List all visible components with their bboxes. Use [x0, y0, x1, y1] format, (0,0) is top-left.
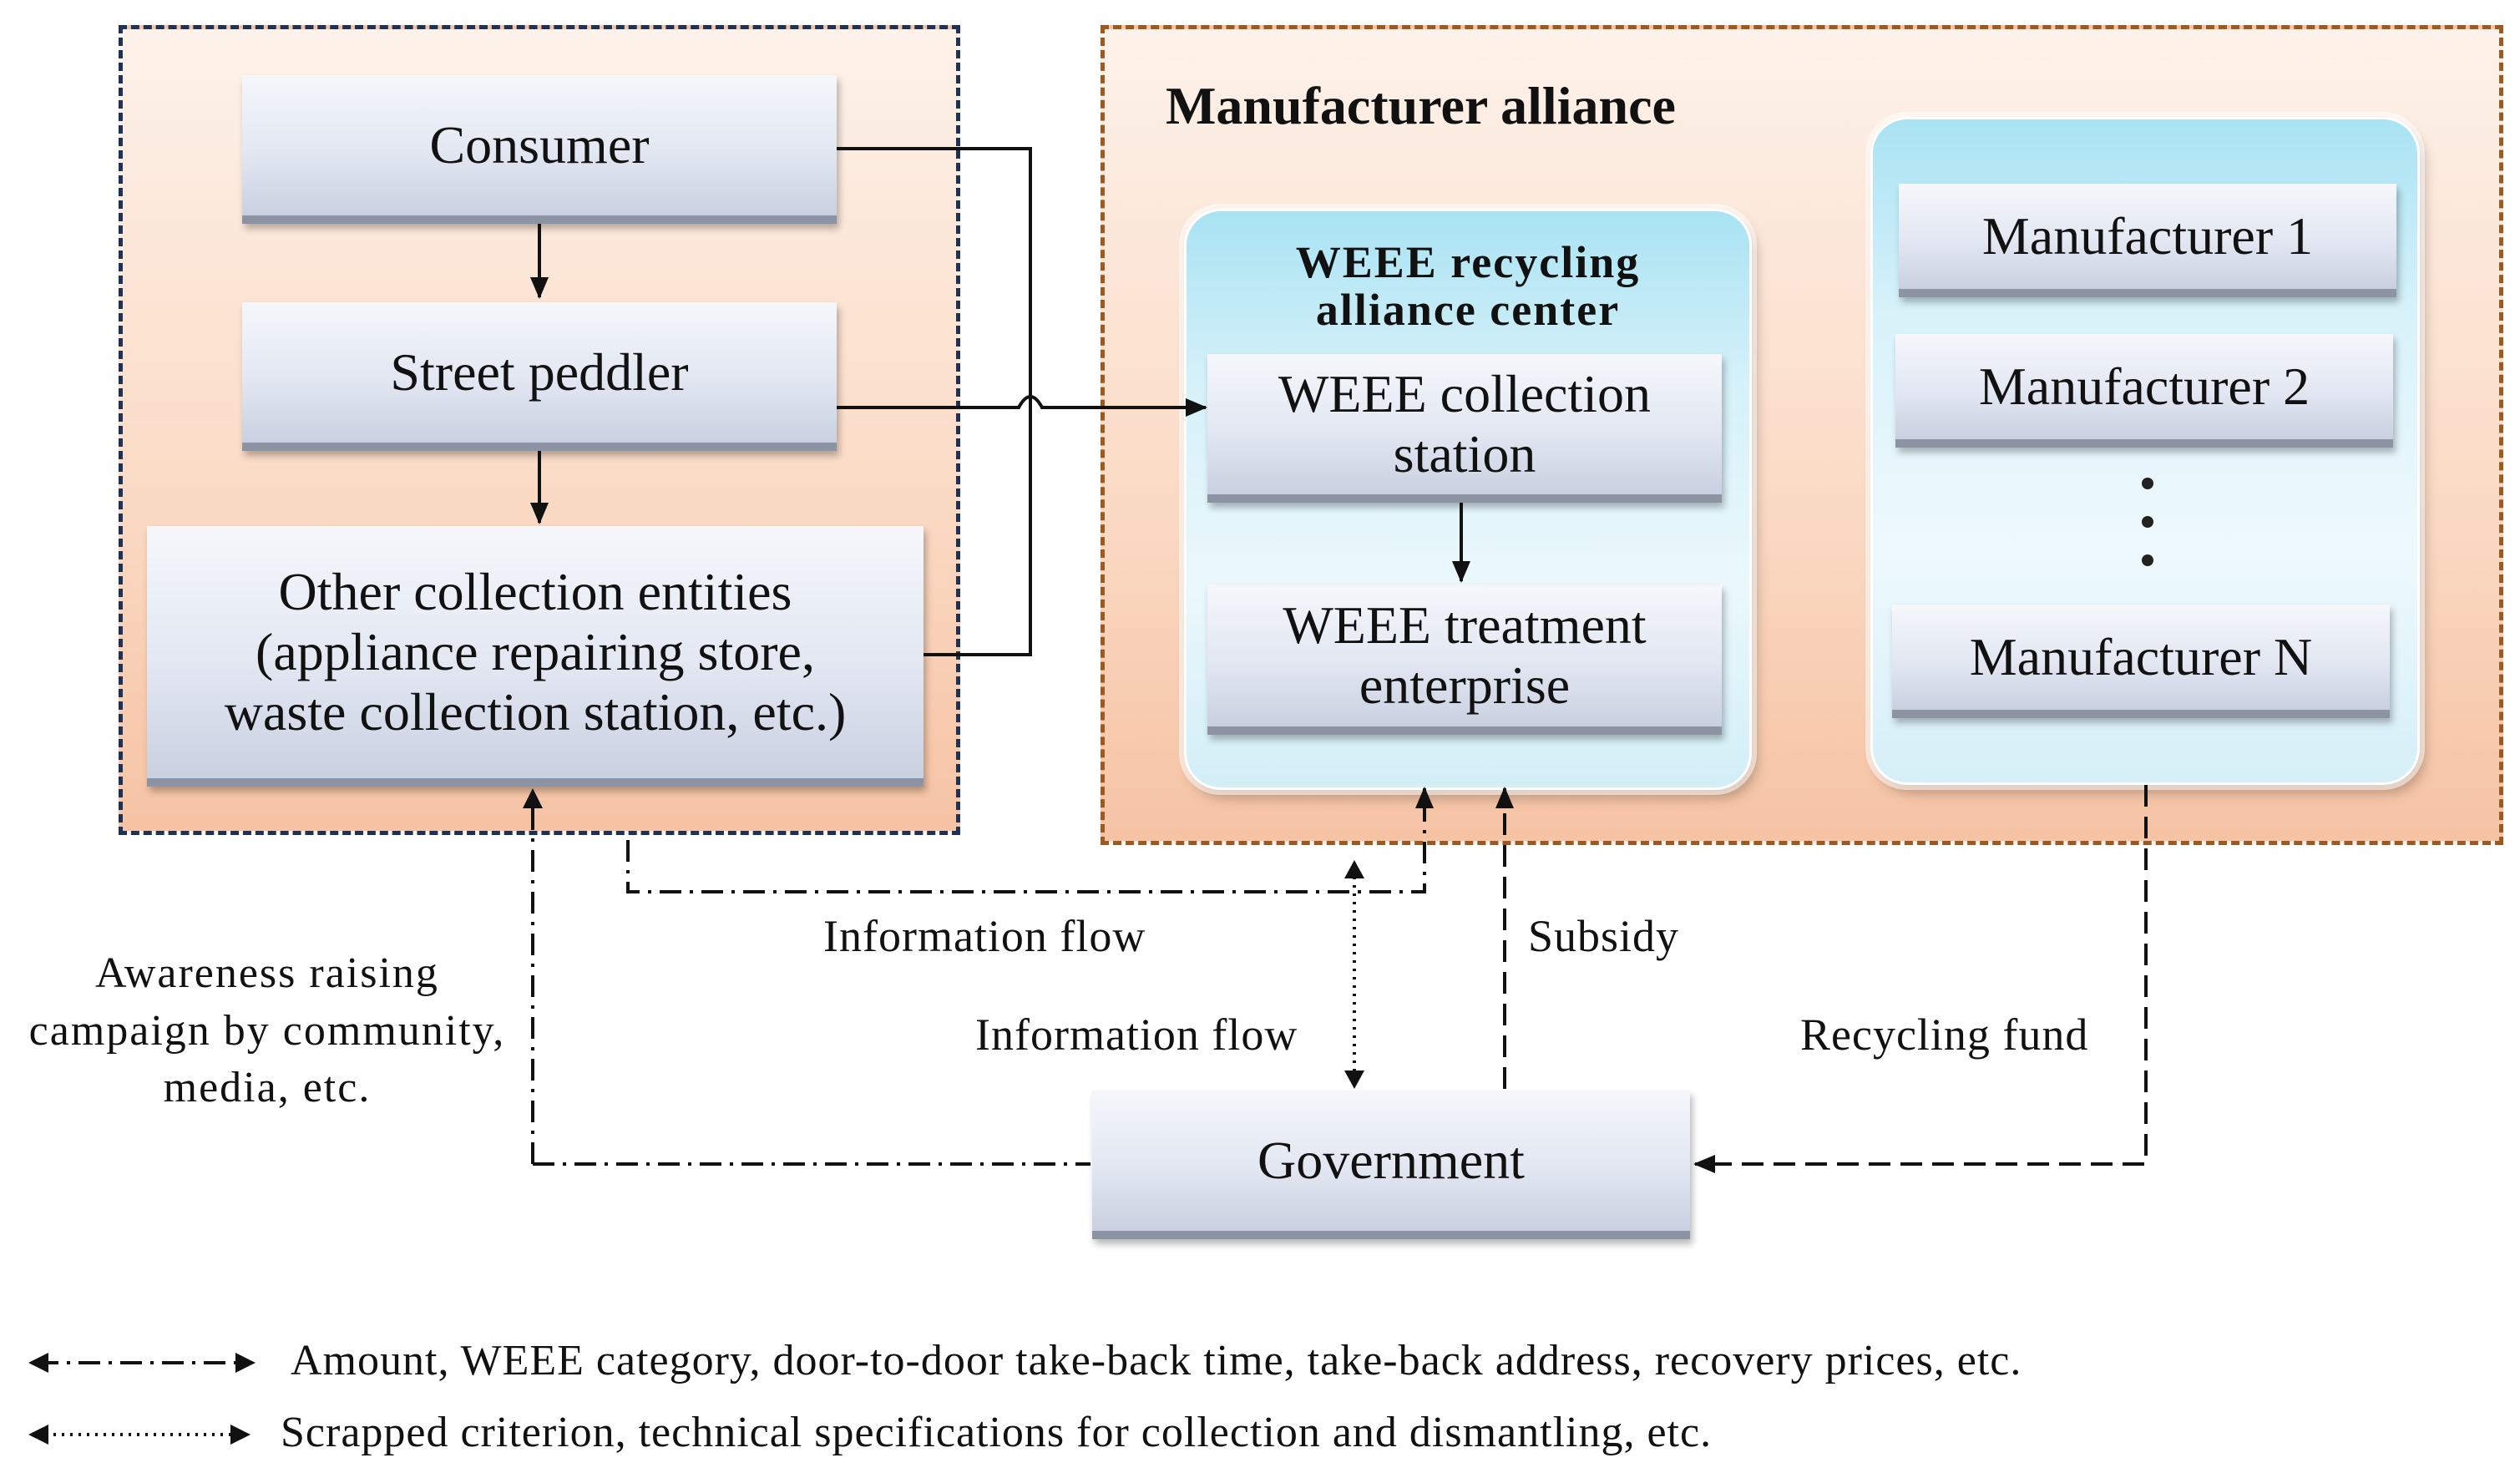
ellipsis-dot-2 [2142, 516, 2153, 528]
legend-dashdot-text: Amount, WEEE category, door-to-door take… [291, 1337, 2022, 1384]
recycling-fund-label: Recycling fund [1800, 1010, 2089, 1060]
legend-dashdot-left-arrowhead [28, 1353, 48, 1373]
manufacturer-2-label: Manufacturer 2 [1978, 357, 2310, 417]
treatment-enterprise-line-2: enterprise [1359, 655, 1571, 715]
treatment-enterprise-line-1: WEEE treatment [1283, 595, 1647, 655]
manufacturer-1-label: Manufacturer 1 [1981, 206, 2314, 266]
alliance-center-title: WEEE recycling alliance center [1184, 237, 1752, 336]
awareness-arrowhead [523, 788, 543, 808]
information-flow-label-1: Information flow [823, 911, 1146, 961]
collection-bus-line [837, 147, 1032, 656]
weee-collection-station-box: WEEE collection station [1207, 354, 1722, 503]
weee-treatment-enterprise-box: WEEE treatment enterprise [1207, 585, 1722, 735]
consumer-box: Consumer [242, 75, 837, 224]
recycling-fund-dashed-line [1693, 785, 2148, 1173]
legend-dotted-right-arrowhead [230, 1425, 250, 1445]
collection-station-line-2: station [1393, 424, 1536, 483]
ellipsis-dot-3 [2142, 554, 2153, 566]
legend-dotted-left-arrowhead [28, 1425, 48, 1445]
other-collection-line-2: (appliance repairing store, [256, 622, 815, 682]
dotted-top-arrowhead [1344, 860, 1364, 878]
legend-dotted-text: Scrapped criterion, technical specificat… [281, 1409, 1713, 1456]
alliance-center-title-line-2: alliance center [1315, 285, 1621, 336]
government-label: Government [1257, 1131, 1525, 1191]
manufacturer-1-box: Manufacturer 1 [1899, 184, 2396, 297]
arrow-peddler-to-collection-station [837, 395, 1207, 417]
manufacturer-2-box: Manufacturer 2 [1895, 334, 2393, 448]
legend-dashdot-right-arrowhead [235, 1353, 256, 1373]
other-collection-line-3: waste collection station, etc.) [224, 681, 847, 742]
subsidy-label: Subsidy [1528, 911, 1680, 961]
information-flow-label-2: Information flow [975, 1010, 1298, 1060]
government-box: Government [1092, 1091, 1690, 1239]
manufacturer-alliance-title: Manufacturer alliance [1166, 76, 1676, 135]
other-collection-line-1: Other collection entities [278, 562, 792, 622]
manufacturer-n-label: Manufacturer N [1969, 627, 2313, 687]
collection-station-line-1: WEEE collection [1278, 364, 1652, 424]
manufacturer-n-box: Manufacturer N [1892, 605, 2390, 718]
dotted-bottom-arrowhead [1344, 1070, 1364, 1089]
consumer-label: Consumer [429, 115, 650, 175]
alliance-center-title-line-1: WEEE recycling [1295, 237, 1641, 287]
awareness-campaign-label: Awareness raising campaign by community,… [28, 949, 506, 1112]
other-collection-entities-box: Other collection entities (appliance rep… [147, 526, 923, 787]
street-peddler-box: Street peddler [242, 302, 837, 451]
street-peddler-label: Street peddler [390, 342, 689, 402]
information-flow-dashdot-line [626, 787, 1434, 893]
ellipsis-dot-1 [2142, 478, 2153, 489]
